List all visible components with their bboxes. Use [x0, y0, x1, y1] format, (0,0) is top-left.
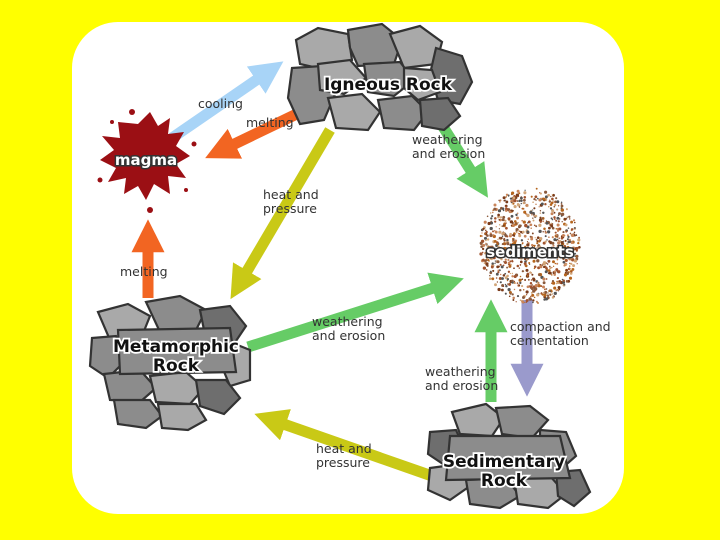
cooling-arrow — [168, 61, 284, 143]
cooling-label: cooling — [198, 96, 243, 111]
metamorphic-rock-pile — [88, 294, 252, 432]
heat-pressure-label-top-2: pressure — [263, 201, 317, 216]
igneous-rock-pile — [286, 22, 474, 132]
melting-label-top: melting — [246, 115, 294, 130]
metamorphic-rock-title-line2: Rock — [153, 356, 200, 376]
weathering-label-top-1: weathering — [412, 132, 483, 147]
weathering-label-mid-2: and erosion — [312, 328, 385, 343]
weathering-label-bottom-2: and erosion — [425, 378, 498, 393]
compaction-label-2: cementation — [510, 333, 589, 348]
compaction-label-1: compaction and — [510, 319, 611, 334]
heat-pressure-arrow-top — [230, 127, 335, 300]
sediments-title: sediments — [486, 243, 574, 261]
magma-blob — [97, 109, 197, 213]
heat-pressure-arrow-bottom — [254, 409, 434, 482]
melting-label-left: melting — [120, 264, 168, 279]
sedimentary-rock-pile — [426, 402, 592, 510]
metamorphic-rock-title-line1: Metamorphic — [113, 337, 239, 357]
weathering-arrow-top — [435, 119, 489, 198]
weathering-label-bottom-1: weathering — [425, 364, 496, 379]
magma-title: magma — [115, 151, 177, 169]
weathering-label-mid-1: weathering — [312, 314, 383, 329]
weathering-label-top-2: and erosion — [412, 146, 485, 161]
heat-pressure-label-bottom-2: pressure — [316, 455, 370, 470]
weathering-arrow-mid — [246, 272, 464, 353]
heat-pressure-label-top-1: heat and — [263, 187, 319, 202]
sedimentary-rock-title-line2: Rock — [481, 471, 528, 491]
sedimentary-rock-title-line1: Sedimentary — [443, 452, 565, 472]
melting-arrow-top — [205, 105, 308, 159]
igneous-rock-title: Igneous Rock — [324, 75, 453, 95]
heat-pressure-label-bottom-1: heat and — [316, 441, 372, 456]
sediments-cloud — [479, 187, 581, 304]
